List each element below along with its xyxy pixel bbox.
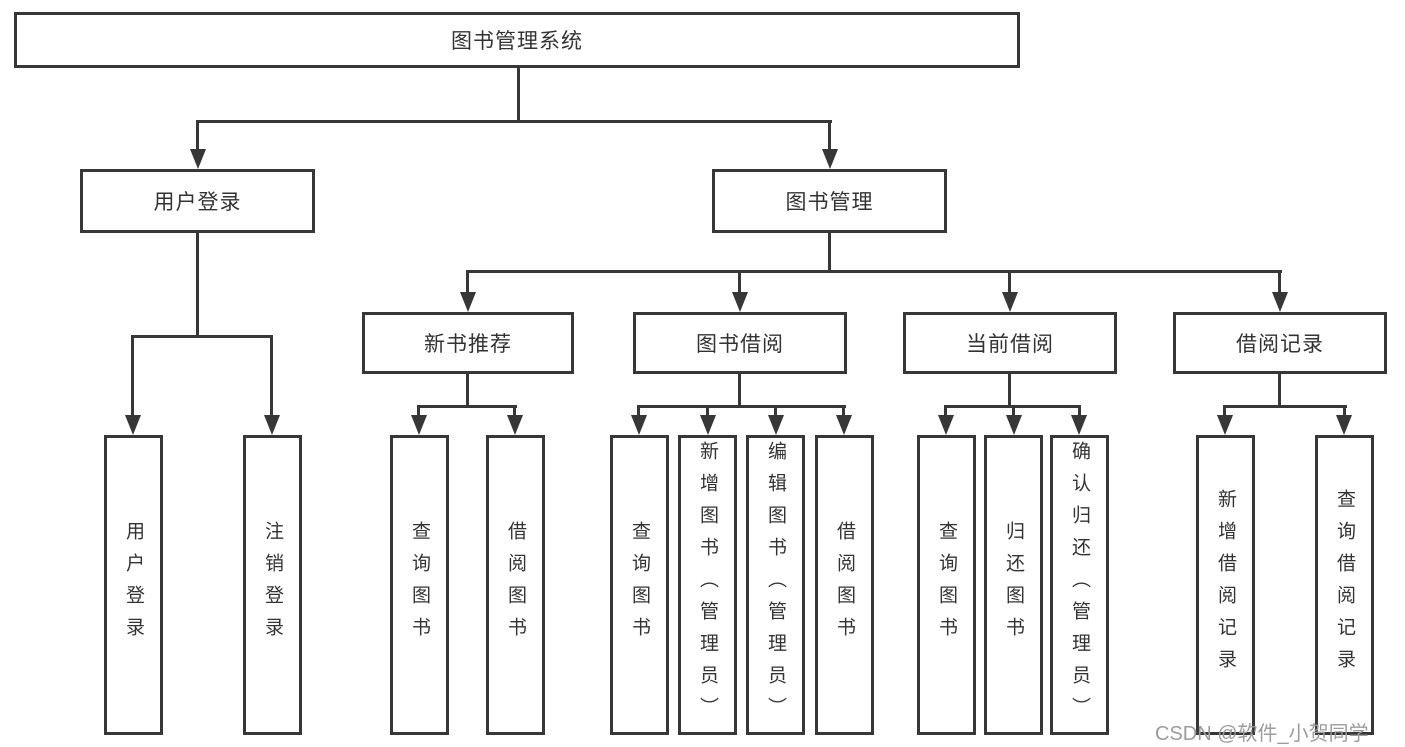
leaf-bb-borrow-book: 借阅图书 bbox=[815, 435, 874, 735]
connector-drop-leaf bbox=[774, 405, 777, 417]
connector-drop-leaf bbox=[1078, 405, 1081, 417]
leaf-bb-add-book-admin-label: 新增图书（管理员） bbox=[697, 441, 718, 729]
connector-drop-section bbox=[1278, 270, 1281, 294]
node-new-book-recommend: 新书推荐 bbox=[362, 312, 574, 374]
connector-drop-leaf bbox=[1343, 405, 1346, 417]
leaf-bb-query-book-label: 查询图书 bbox=[629, 521, 650, 649]
leaf-bb-query-book: 查询图书 bbox=[610, 435, 669, 735]
arrow-down-icon bbox=[1217, 415, 1233, 435]
leaf-logout: 注销登录 bbox=[243, 435, 302, 735]
arrow-down-icon bbox=[631, 415, 647, 435]
connector-drop-leaf bbox=[513, 405, 516, 417]
connector-records-rail bbox=[1223, 405, 1347, 408]
connector-drop-leaf bbox=[270, 335, 273, 417]
connector-new-rec-stem bbox=[466, 374, 469, 408]
connector-book-mgmt-stem bbox=[828, 233, 831, 273]
leaf-logout-label: 注销登录 bbox=[262, 521, 283, 649]
arrow-down-icon bbox=[1336, 415, 1352, 435]
node-root-system: 图书管理系统 bbox=[14, 12, 1020, 68]
leaf-user-login-label: 用户登录 bbox=[123, 521, 144, 649]
leaf-bb-edit-book-admin-label: 编辑图书（管理员） bbox=[765, 441, 786, 729]
node-book-management: 图书管理 bbox=[712, 169, 947, 233]
arrow-down-icon bbox=[190, 149, 206, 169]
arrow-down-icon bbox=[1002, 292, 1018, 312]
node-book-borrow: 图书借阅 bbox=[633, 312, 847, 374]
connector-drop-leaf bbox=[842, 405, 845, 417]
node-book-borrow-label: 图书借阅 bbox=[696, 333, 784, 356]
connector-book-mgmt-rail bbox=[466, 270, 1282, 273]
leaf-rec-query-book: 查询图书 bbox=[390, 435, 449, 735]
leaf-br-query-record-label: 查询借阅记录 bbox=[1334, 489, 1355, 681]
connector-drop-user-login bbox=[196, 120, 199, 153]
connector-drop-section bbox=[466, 270, 469, 294]
leaf-cb-confirm-return-admin-label: 确认归还（管理员） bbox=[1069, 441, 1090, 729]
connector-root-stem bbox=[517, 68, 520, 122]
arrow-down-icon bbox=[507, 415, 523, 435]
connector-drop-leaf bbox=[1223, 405, 1226, 417]
node-borrow-records-label: 借阅记录 bbox=[1236, 333, 1324, 356]
node-root-label: 图书管理系统 bbox=[451, 30, 583, 53]
connector-borrow-stem bbox=[738, 374, 741, 408]
connector-root-rail bbox=[196, 120, 832, 123]
connector-drop-leaf bbox=[706, 405, 709, 417]
leaf-rec-query-book-label: 查询图书 bbox=[409, 521, 430, 649]
arrow-down-icon bbox=[264, 415, 280, 435]
leaf-br-add-record: 新增借阅记录 bbox=[1196, 435, 1255, 735]
node-user-login: 用户登录 bbox=[80, 169, 315, 233]
leaf-cb-query-book: 查询图书 bbox=[917, 435, 976, 735]
connector-user-login-stem bbox=[196, 233, 199, 338]
leaf-cb-confirm-return-admin: 确认归还（管理员） bbox=[1050, 435, 1109, 735]
leaf-bb-add-book-admin: 新增图书（管理员） bbox=[678, 435, 737, 735]
connector-records-stem bbox=[1278, 374, 1281, 408]
arrow-down-icon bbox=[1272, 292, 1288, 312]
arrow-down-icon bbox=[732, 292, 748, 312]
arrow-down-icon bbox=[411, 415, 427, 435]
connector-drop-leaf bbox=[637, 405, 640, 417]
leaf-cb-query-book-label: 查询图书 bbox=[936, 521, 957, 649]
node-current-borrow: 当前借阅 bbox=[903, 312, 1117, 374]
leaf-cb-return-book-label: 归还图书 bbox=[1003, 521, 1024, 649]
arrow-down-icon bbox=[125, 415, 141, 435]
leaf-rec-borrow-book-label: 借阅图书 bbox=[505, 521, 526, 649]
arrow-down-icon bbox=[822, 149, 838, 169]
leaf-bb-edit-book-admin: 编辑图书（管理员） bbox=[746, 435, 805, 735]
connector-drop-leaf bbox=[944, 405, 947, 417]
node-current-borrow-label: 当前借阅 bbox=[966, 333, 1054, 356]
arrow-down-icon bbox=[938, 415, 954, 435]
connector-drop-section bbox=[1008, 270, 1011, 294]
connector-current-stem bbox=[1008, 374, 1011, 408]
connector-drop-leaf bbox=[131, 335, 134, 417]
leaf-cb-return-book: 归还图书 bbox=[984, 435, 1043, 735]
connector-drop-leaf bbox=[1012, 405, 1015, 417]
leaf-br-query-record: 查询借阅记录 bbox=[1315, 435, 1374, 735]
connector-drop-book-mgmt bbox=[828, 120, 831, 153]
leaf-rec-borrow-book: 借阅图书 bbox=[486, 435, 545, 735]
leaf-user-login: 用户登录 bbox=[104, 435, 163, 735]
connector-user-login-rail bbox=[131, 335, 273, 338]
arrow-down-icon bbox=[836, 415, 852, 435]
arrow-down-icon bbox=[1006, 415, 1022, 435]
connector-new-rec-rail bbox=[417, 405, 517, 408]
node-book-management-label: 图书管理 bbox=[785, 191, 874, 214]
arrow-down-icon bbox=[460, 292, 476, 312]
connector-borrow-rail bbox=[637, 405, 846, 408]
node-new-book-recommend-label: 新书推荐 bbox=[424, 333, 512, 356]
arrow-down-icon bbox=[1071, 415, 1087, 435]
connector-drop-leaf bbox=[417, 405, 420, 417]
leaf-br-add-record-label: 新增借阅记录 bbox=[1215, 489, 1236, 681]
arrow-down-icon bbox=[700, 415, 716, 435]
node-borrow-records: 借阅记录 bbox=[1173, 312, 1387, 374]
leaf-bb-borrow-book-label: 借阅图书 bbox=[834, 521, 855, 649]
node-user-login-label: 用户登录 bbox=[153, 191, 242, 214]
csdn-watermark: CSDN @软件_小贺同学 bbox=[1155, 723, 1369, 745]
arrow-down-icon bbox=[768, 415, 784, 435]
connector-drop-section bbox=[738, 270, 741, 294]
